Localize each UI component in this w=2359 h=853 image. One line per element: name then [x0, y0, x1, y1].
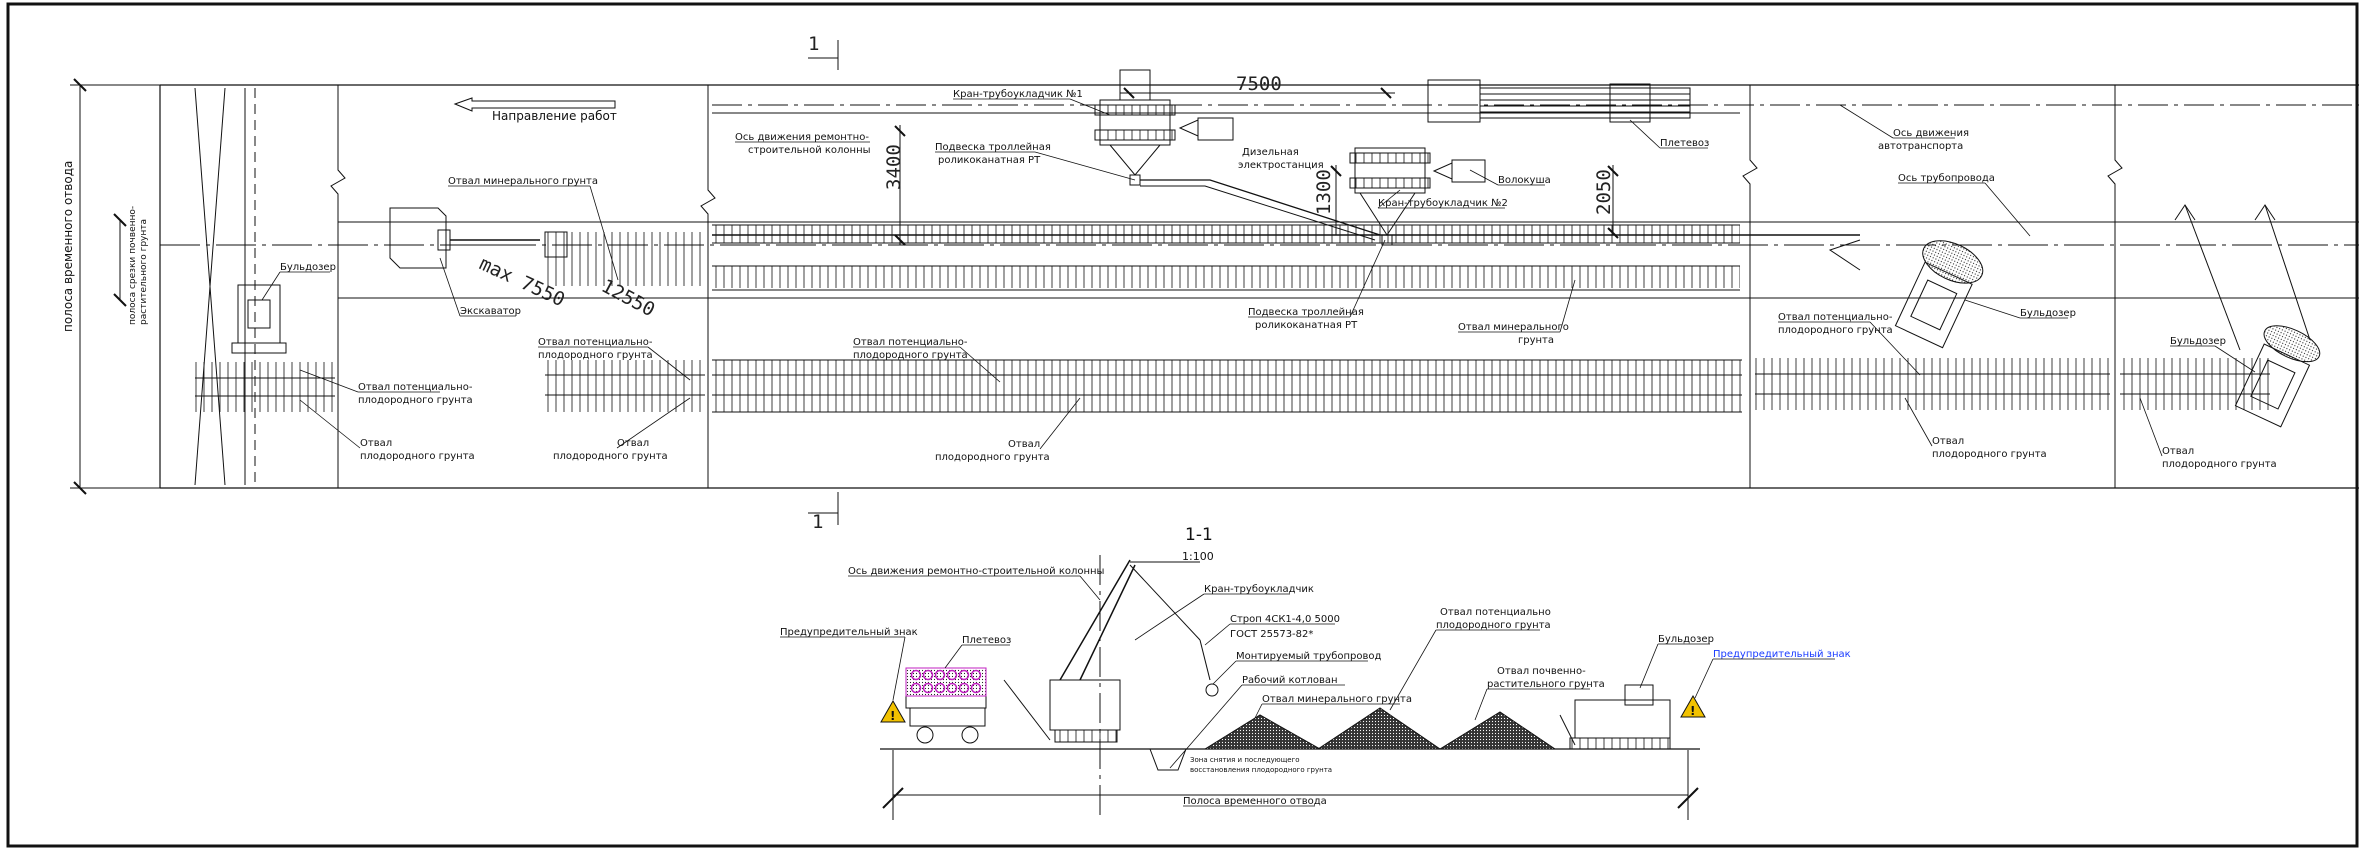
label-crane2: Кран-трубоукладчик №2 [1378, 198, 1508, 209]
label-fertile-e-1: Отвал [2162, 446, 2194, 457]
label-pipe-truck: Плетевоз [1660, 138, 1709, 149]
section-scale: 1:100 [1182, 550, 1214, 563]
label-pit: Рабочий котлован [1242, 675, 1338, 686]
plan-view [70, 69, 2359, 495]
label-section-pipe-truck: Плетевоз [962, 635, 1011, 646]
label-pot-fertile-b-1: Отвал потенциально- [538, 337, 653, 348]
label-bulldozer-3: Бульдозер [2170, 336, 2226, 347]
section-marker-bottom: 1 [812, 511, 823, 533]
svg-text:!: ! [890, 709, 895, 723]
label-pipelayer: Кран-трубоукладчик [1204, 584, 1314, 595]
plan-callouts: Кран-трубоукладчик №1 Кран-трубоукладчик… [280, 89, 2277, 470]
label-spoil-mineral-1: Отвал минерального грунта [448, 176, 598, 187]
section-title: 1-1 [1185, 525, 1213, 545]
label-strip: Полоса временного отвода [1183, 796, 1327, 807]
label-axis-pipeline: Ось трубопровода [1898, 173, 1995, 184]
label-axis-transport-2: автотранспорта [1878, 141, 1963, 152]
label-pot-fertile-c-1: Отвал потенциально- [853, 337, 968, 348]
section-leader-lines [780, 575, 1835, 807]
label-warning-right-link[interactable]: Предупредительный знак [1713, 649, 1851, 660]
label-pot-fertile-1: Отвал потенциально [1440, 607, 1551, 618]
label-pot-fertile-d-2: плодородного грунта [1778, 325, 1893, 336]
label-dragger: Волокуша [1498, 175, 1551, 186]
side-label-outer: полоса временного отвода [61, 161, 75, 332]
label-fertile-b-2: плодородного грунта [553, 451, 668, 462]
section-callouts: Ось движения ремонтно-строительной колон… [780, 566, 1851, 807]
dim-2050: 2050 [1593, 169, 1615, 215]
svg-text:!: ! [1690, 704, 1695, 718]
label-fertile-e-2: плодородного грунта [2162, 459, 2277, 470]
label-trolley-b-1: Подвеска троллейная [1248, 307, 1364, 318]
label-pot-fertile-d-1: Отвал потенциально- [1778, 312, 1893, 323]
label-excavator: Экскаватор [460, 306, 521, 317]
label-diesel-1: Дизельная [1242, 147, 1299, 158]
label-fertile-d-1: Отвал [1932, 436, 1964, 447]
label-fertile-d-2: плодородного грунта [1932, 449, 2047, 460]
label-pot-fertile-c-2: плодородного грунта [853, 350, 968, 361]
label-pot-fertile-2: плодородного грунта [1436, 620, 1551, 631]
label-axis-transport-1: Ось движения [1893, 128, 1969, 139]
pipe-bundle [905, 667, 987, 697]
label-pipeline: Монтируемый трубопровод [1236, 651, 1382, 662]
label-pot-fertile-b-2: плодородного грунта [538, 350, 653, 361]
dim-3400: 3400 [883, 144, 905, 190]
label-warning-left: Предупредительный знак [780, 627, 918, 638]
side-label-inner-1: полоса срезки почвенно- [128, 206, 138, 325]
label-trolley-a-1: Подвеска троллейная [935, 142, 1051, 153]
label-diesel-2: электростанция [1238, 160, 1324, 171]
warning-sign-right-icon: ! [1680, 694, 1706, 718]
label-fertile-b-1: Отвал [617, 438, 649, 449]
label-soil-veg-2: растительного грунта [1487, 679, 1605, 690]
label-sling-1: Строп 4СК1-4,0 5000 [1230, 614, 1340, 625]
label-trolley-b-2: роликоканатная РТ [1255, 320, 1358, 331]
side-label-inner-2: растительного грунта [139, 219, 149, 325]
label-fertile-a-1: Отвал [360, 438, 392, 449]
dim-7500: 7500 [1236, 73, 1282, 95]
label-trolley-a-2: роликоканатная РТ [938, 155, 1041, 166]
leader-lines [261, 98, 2256, 457]
warning-sign-left-icon: ! [880, 699, 906, 723]
label-fertile-c-1: Отвал [1008, 439, 1040, 450]
section-marker-top: 1 [808, 33, 819, 55]
label-axis-column: Ось движения ремонтно-строительной колон… [848, 566, 1104, 577]
zone-note-1: Зона снятия и последующего [1190, 756, 1300, 764]
label-bulldozer: Бульдозер [1658, 634, 1714, 645]
section-markers [808, 40, 839, 525]
label-bulldozer-1: Бульдозер [280, 262, 336, 273]
label-sling-2: ГОСТ 25573-82* [1230, 629, 1313, 640]
label-fertile-a-2: плодородного грунта [360, 451, 475, 462]
label-bulldozer-2: Бульдозер [2020, 308, 2076, 319]
sheet-frame [6, 2, 2359, 848]
label-spoil-mineral-2a: Отвал минерального [1458, 322, 1569, 333]
zone-note-2: восстановления плодородного грунта [1190, 766, 1332, 774]
label-soil-veg-1: Отвал почвенно- [1497, 666, 1586, 677]
label-mineral: Отвал минерального грунта [1262, 694, 1412, 705]
label-axis-column-2: строительной колонны [748, 145, 871, 156]
label-pot-fertile-a-2: плодородного грунта [358, 395, 473, 406]
dim-1300: 1300 [1313, 169, 1335, 215]
direction-of-work-label: Направление работ [492, 109, 617, 123]
label-crane1: Кран-трубоукладчик №1 [953, 89, 1083, 100]
label-fertile-c-2: плодородного грунта [935, 452, 1050, 463]
label-axis-column-1: Ось движения ремонтно- [735, 132, 869, 143]
label-pot-fertile-a-1: Отвал потенциально- [358, 382, 473, 393]
label-spoil-mineral-2b: грунта [1518, 335, 1554, 346]
section-view [880, 555, 1700, 820]
